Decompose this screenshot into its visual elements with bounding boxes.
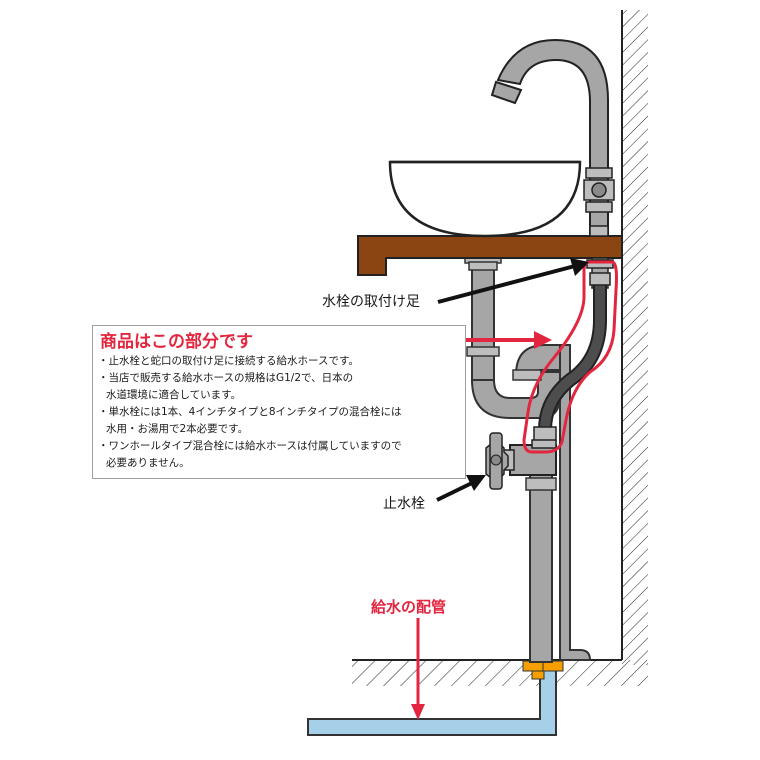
stop-valve-label: 止水栓	[383, 496, 425, 512]
note-line: ・止水栓と蛇口の取付け足に接続する給水ホースです。	[98, 355, 359, 367]
faucet-leg-label: 水栓の取付け足	[322, 294, 420, 310]
stop-valve-arrow	[436, 475, 486, 502]
note-line: 必要ありません。	[106, 457, 190, 469]
note-item: ・ワンホールタイプ混合栓には給水ホースは付属していますので 必要ありません。	[98, 438, 463, 472]
supply-pipe-arrow	[411, 618, 425, 720]
note-item: ・止水栓と蛇口の取付け足に接続する給水ホースです。	[98, 353, 463, 370]
faucet	[490, 38, 615, 237]
supply-pipe-label: 給水の配管	[371, 598, 447, 616]
callout-title: 商品はこの部分です	[100, 332, 253, 352]
hose-highlight-outline	[522, 260, 618, 454]
note-line: ・単水栓には1本、4インチタイプと8インチタイプの混合栓には	[98, 406, 402, 418]
callout-box	[92, 325, 466, 479]
counter-top	[357, 235, 623, 276]
floor	[352, 659, 648, 686]
callout-notes: ・止水栓と蛇口の取付け足に接続する給水ホースです。 ・当店で販売する給水ホースの…	[98, 353, 463, 472]
note-line: ・ワンホールタイプ混合栓には給水ホースは付属していますので	[98, 440, 402, 452]
note-line: 水道環境に適合しています。	[106, 389, 242, 401]
supply-riser-pipe	[525, 469, 557, 663]
note-line: ・当店で販売する給水ホースの規格はG1/2で、日本の	[98, 372, 354, 384]
note-line: 水用・お湯用で2本必要です。	[106, 423, 249, 435]
sink-bowl	[388, 160, 582, 238]
stop-valve	[485, 432, 557, 490]
note-item: ・当店で販売する給水ホースの規格はG1/2で、日本の 水道環境に適合しています。	[98, 370, 463, 404]
faucet-leg-arrow	[437, 258, 589, 304]
note-item: ・単水栓には1本、4インチタイプと8インチタイプの混合栓には 水用・お湯用で2本…	[98, 404, 463, 438]
wall	[621, 10, 648, 665]
